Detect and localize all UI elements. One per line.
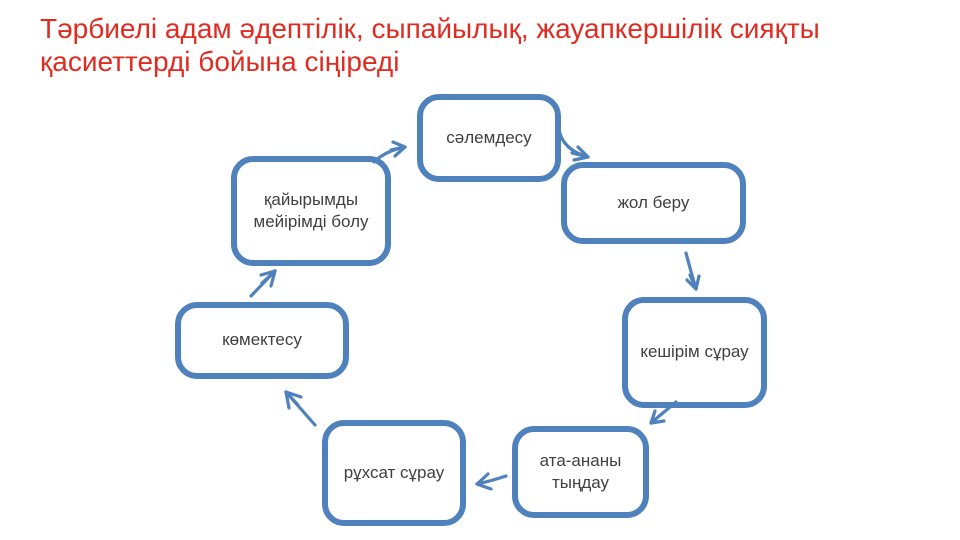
node-label: сәлемдесу [446, 127, 532, 147]
node-qaiyrymdy-meiirimdi-bolu: қайырымды мейірімді болу [231, 156, 391, 266]
node-zhol-beru: жол беру [561, 162, 746, 244]
arrow-komektesu-to-qaiyrymdy [249, 269, 277, 298]
node-label: рұхсат сұрау [343, 462, 445, 482]
node-label: жол беру [617, 192, 690, 212]
node-komektesu: көмектесу [175, 302, 349, 379]
arrow-ruqsat-to-komektesu [284, 390, 317, 427]
arrow-ata-anany-to-ruqsat [475, 472, 508, 491]
node-label: қайырымды мейірімді болу [253, 189, 369, 231]
arrow-zhol-beru-to-keshirim [684, 251, 701, 291]
node-label: көмектесу [222, 330, 302, 350]
node-label: ата-ананы тыңдау [539, 450, 622, 492]
slide-title: Тәрбиелі адам әдептілік, сыпайылық, жауа… [40, 13, 820, 78]
arrow-salemdesu-to-zhol-beru [557, 128, 590, 162]
node-ata-anany-tyndau: ата-ананы тыңдау [512, 426, 649, 518]
node-keshirim-surau: кешірім сұрау [622, 297, 767, 408]
node-salemdesu: сәлемдесу [417, 94, 561, 182]
node-ruqsat-surau: рұхсат сұрау [322, 420, 466, 526]
node-label: кешірім сұрау [640, 342, 749, 362]
